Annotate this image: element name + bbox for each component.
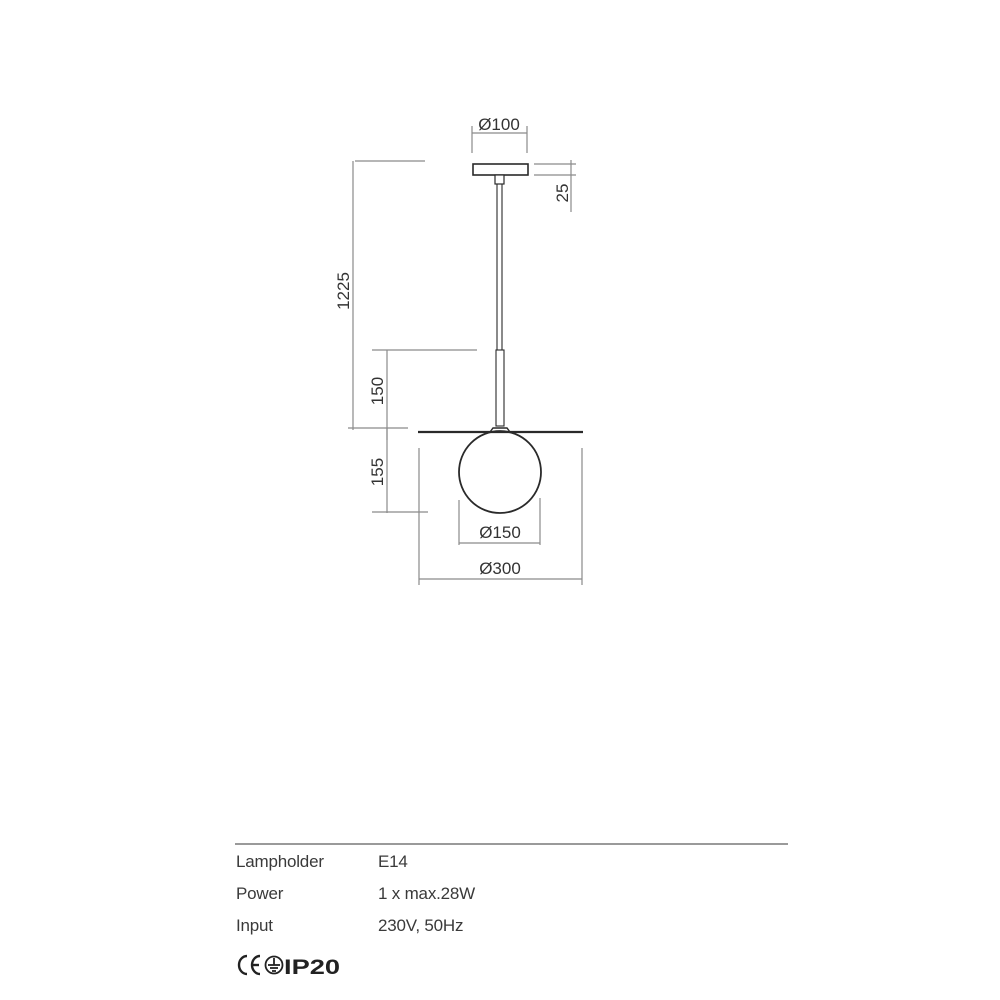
globe: [458, 430, 542, 514]
label-stem-height: 150: [368, 377, 387, 405]
label-globe-diameter: Ø150: [479, 523, 521, 542]
label-disc-diameter: Ø300: [479, 559, 521, 578]
protection-class-earth-icon: [264, 955, 284, 975]
spec-divider: [235, 843, 788, 845]
spec-label: Input: [236, 916, 273, 935]
label-total-height: 1225: [334, 272, 353, 310]
spec-value: 1 x max.28W: [378, 884, 475, 903]
lower-stem: [495, 349, 505, 427]
spec-label: Lampholder: [236, 852, 324, 871]
ip20-icon: IP20: [284, 956, 340, 979]
spec-value: E14: [378, 852, 408, 871]
dimension-lines: [348, 126, 583, 585]
label-canopy-diameter: Ø100: [478, 115, 520, 134]
dimension-labels: Ø100 25 1225 150 155 Ø150 Ø300: [334, 115, 572, 578]
label-shade-drop: 155: [368, 458, 387, 486]
certification-marks: IP20: [237, 954, 340, 979]
spec-label: Power: [236, 884, 284, 903]
label-canopy-height: 25: [553, 184, 572, 203]
canopy: [472, 163, 529, 176]
canopy-connector: [494, 174, 505, 185]
lamp-outline: [418, 163, 583, 514]
spec-value: 230V, 50Hz: [378, 916, 464, 935]
ce-mark-icon: [237, 954, 261, 976]
